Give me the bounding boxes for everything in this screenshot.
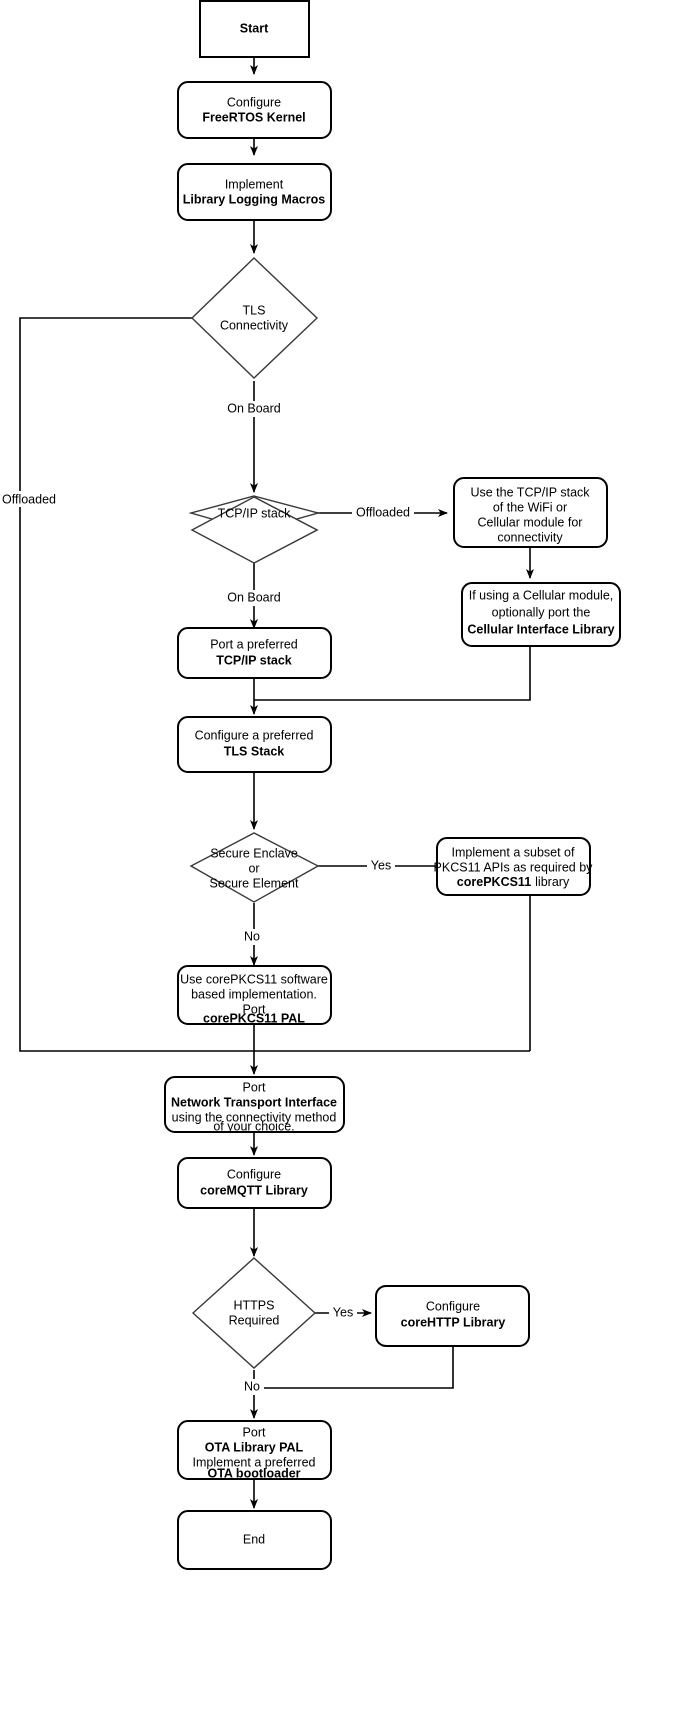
node-transport-line1: Port	[243, 1080, 266, 1094]
node-kernel-line1: Configure	[227, 95, 281, 109]
node-end-label: End	[243, 1532, 265, 1546]
edge-tls-offloaded	[19, 317, 530, 1052]
node-tls-connectivity-decision[interactable]: TLS Connectivity	[190, 257, 319, 379]
node-https-line2: Required	[229, 1313, 280, 1327]
edge-label-https-no: No	[244, 1379, 260, 1393]
node-pkcs11subset-line2: PKCS11 APIs as required by	[434, 860, 594, 874]
node-end[interactable]: End	[177, 1510, 332, 1570]
node-transport-line3: using the connectivity method	[172, 1110, 337, 1124]
node-https-required-decision[interactable]: HTTPS Required	[191, 1257, 317, 1369]
node-configure-corehttp[interactable]: Configure coreHTTP Library	[375, 1285, 530, 1347]
edge-labels-layer: Offloaded On Board Offloaded On Board Ye…	[0, 401, 414, 1395]
node-configtls-line1: Configure a preferred	[195, 728, 314, 742]
node-corehttp-line1: Configure	[426, 1299, 480, 1313]
edge-label-tls-onboard: On Board	[227, 401, 281, 415]
node-usemodule-line3: Cellular module for	[478, 515, 583, 529]
node-pkcs11subset-line3-bold: corePKCS11	[457, 875, 531, 889]
node-tcpip-label: TCP/IP stack	[218, 506, 291, 520]
node-usemodule-line2: of the WiFi or	[493, 500, 567, 514]
node-pkcs11subset-line1: Implement a subset of	[452, 845, 576, 859]
node-kernel-line2: FreeRTOS Kernel	[202, 110, 305, 124]
node-secure-line3: Secure Element	[210, 876, 299, 890]
node-ota-line1: Port	[243, 1425, 266, 1439]
node-transport-line4: of your choice.	[213, 1119, 294, 1133]
edge-label-https-yes: Yes	[333, 1305, 353, 1319]
node-logging-line1: Implement	[225, 177, 284, 191]
node-corepkcs11-pal[interactable]: Use corePKCS11 software based implementa…	[177, 965, 332, 1025]
node-coremqtt-line2: coreMQTT Library	[200, 1183, 308, 1197]
node-pal-line3: Port	[243, 1002, 266, 1016]
node-secure-enclave-decision[interactable]: Secure Enclave or Secure Element	[189, 832, 320, 903]
node-porttcpip-line1: Port a preferred	[210, 637, 298, 651]
edge-label-tcpip-onboard: On Board	[227, 590, 281, 604]
node-configtls-line2: TLS Stack	[224, 744, 284, 758]
edge-label-secure-no: No	[244, 929, 260, 943]
node-start[interactable]: Start	[199, 0, 310, 58]
node-porttcpip-line2: TCP/IP stack	[216, 653, 292, 667]
node-pkcs11subset-line3-plain: library	[535, 875, 570, 889]
node-transport-line2: Network Transport Interface	[171, 1095, 337, 1109]
edge-label-secure-yes: Yes	[371, 858, 391, 872]
edge-label-tls-offloaded: Offloaded	[2, 492, 56, 506]
node-cellular-line3: Cellular Interface Library	[467, 622, 614, 636]
node-coremqtt-line1: Configure	[227, 1167, 281, 1181]
edge-label-tcpip-offloaded: Offloaded	[356, 505, 410, 519]
node-pal-line2: based implementation.	[191, 987, 317, 1001]
node-pal-line4: corePKCS11 PAL	[203, 1011, 305, 1025]
node-configure-freertos-kernel[interactable]: Configure FreeRTOS Kernel	[177, 81, 332, 139]
node-configure-coremqtt[interactable]: Configure coreMQTT Library	[177, 1157, 332, 1209]
edge-corehttp-to-join	[254, 1346, 454, 1389]
node-start-label: Start	[240, 21, 269, 35]
node-logging-line2: Library Logging Macros	[183, 192, 325, 206]
node-pkcs11subset-line3: corePKCS11 library	[457, 875, 570, 889]
node-ota-library-pal[interactable]: Port OTA Library PAL Implement a preferr…	[177, 1420, 332, 1480]
node-configure-preferred-tls-stack[interactable]: Configure a preferred TLS Stack	[177, 716, 332, 773]
node-usemodule-line1: Use the TCP/IP stack	[470, 485, 590, 499]
node-cellular-interface-library[interactable]: If using a Cellular module, optionally p…	[461, 582, 621, 647]
node-ota-line4: OTA bootloader	[207, 1466, 300, 1480]
node-tls-line2: Connectivity	[220, 318, 289, 332]
node-tls-line1: TLS	[243, 303, 266, 317]
node-https-line1: HTTPS	[234, 1298, 275, 1312]
node-secure-line1: Secure Enclave	[210, 846, 298, 860]
node-implement-logging-macros[interactable]: Implement Library Logging Macros	[177, 163, 332, 221]
node-corehttp-line2: coreHTTP Library	[401, 1315, 506, 1329]
node-implement-pkcs11-subset[interactable]: Implement a subset of PKCS11 APIs as req…	[434, 837, 594, 896]
node-cellular-line1: If using a Cellular module,	[469, 588, 614, 602]
node-ota-line3: Implement a preferred	[193, 1455, 316, 1469]
node-pal-line1: Use corePKCS11 software	[180, 972, 328, 986]
node-secure-line2: or	[248, 861, 259, 875]
node-network-transport-interface[interactable]: Port Network Transport Interface using t…	[164, 1076, 345, 1133]
node-usemodule-line4: connectivity	[497, 530, 563, 544]
node-tcpip-stack-decision[interactable]: TCP/IP stack	[188, 495, 321, 565]
node-use-module-tcpip-stack[interactable]: Use the TCP/IP stack of the WiFi or Cell…	[453, 477, 608, 548]
node-port-preferred-tcpip-stack[interactable]: Port a preferred TCP/IP stack	[177, 627, 332, 679]
edge-cellular-to-spine	[254, 646, 531, 701]
node-cellular-line2: optionally port the	[492, 605, 591, 619]
node-ota-line2: OTA Library PAL	[205, 1440, 304, 1454]
